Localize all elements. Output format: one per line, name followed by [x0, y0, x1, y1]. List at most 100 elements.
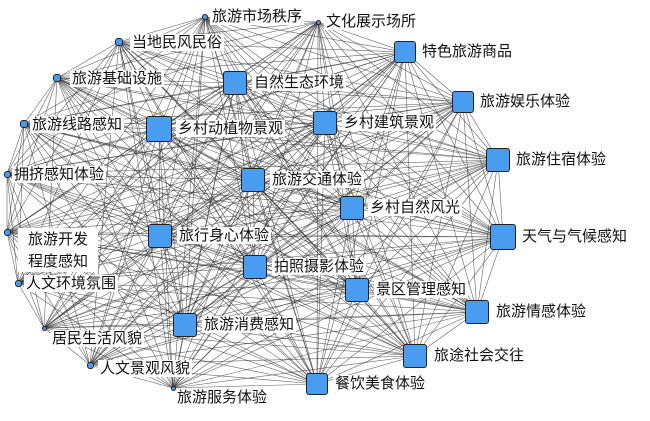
network-node — [486, 148, 510, 172]
edge — [317, 21, 464, 103]
edge — [462, 101, 478, 313]
edge — [317, 21, 326, 124]
edge — [89, 16, 206, 366]
edge — [158, 128, 256, 268]
edge — [172, 383, 318, 389]
network-node — [345, 278, 369, 302]
node-label: 居民生活风貌 — [50, 329, 145, 347]
edge — [158, 128, 161, 237]
edge — [184, 51, 406, 326]
edge — [23, 123, 478, 313]
node-label: 乡村自然风光 — [368, 198, 463, 216]
edge — [404, 51, 478, 313]
network-node — [490, 224, 516, 250]
network-node — [340, 196, 364, 220]
edge — [172, 289, 358, 389]
edge — [351, 101, 464, 209]
node-label: 旅游开发程度感知 — [18, 228, 98, 272]
edge — [172, 207, 353, 389]
network-node — [115, 38, 123, 46]
network-node — [3, 170, 11, 178]
edge — [23, 21, 319, 125]
edge — [184, 122, 326, 326]
edge — [184, 179, 254, 326]
edge — [159, 179, 254, 237]
edge — [159, 235, 416, 357]
network-node — [241, 168, 265, 192]
network-node — [243, 255, 267, 279]
edge — [6, 82, 236, 233]
node-label: 旅行身心体验 — [177, 226, 272, 244]
edge — [56, 77, 161, 237]
edge — [6, 173, 161, 237]
edge — [324, 122, 416, 357]
edge — [158, 128, 186, 326]
edge — [118, 41, 499, 161]
edge — [6, 159, 499, 233]
edge — [89, 266, 256, 366]
node-label: 拥挤感知体验 — [12, 165, 107, 183]
edge — [6, 173, 19, 284]
node-label: 乡村建筑景观 — [342, 113, 437, 131]
edge — [43, 122, 326, 329]
node-label: 旅游线路感知 — [30, 115, 125, 133]
node-label: 旅游市场秩序 — [210, 7, 305, 25]
node-label: 特色旅游商品 — [420, 42, 515, 60]
edge — [56, 41, 120, 79]
edge — [6, 173, 416, 357]
node-label: 旅游娱乐体验 — [478, 92, 573, 110]
edge — [316, 207, 353, 385]
edge — [23, 123, 186, 326]
edge — [324, 51, 406, 124]
edge — [17, 282, 45, 329]
edge — [6, 173, 504, 238]
edge — [56, 77, 499, 161]
edge — [118, 41, 416, 357]
edge — [184, 324, 318, 385]
edge — [43, 266, 256, 329]
edge — [159, 51, 406, 237]
network-node — [452, 91, 474, 113]
network-node — [202, 14, 208, 20]
edge — [23, 51, 406, 125]
node-label: 乡村动植物景观 — [176, 119, 286, 137]
network-node — [53, 74, 61, 82]
node-label: 旅游交通体验 — [270, 170, 365, 188]
edge — [462, 101, 504, 238]
network-node — [315, 19, 321, 25]
edge — [43, 324, 186, 329]
edge — [43, 236, 504, 329]
edge — [172, 179, 254, 389]
node-label: 当地民风民俗 — [130, 33, 225, 51]
edge — [6, 179, 254, 233]
edge — [351, 207, 358, 291]
network-node — [394, 41, 416, 63]
node-label: 旅游消费感知 — [202, 315, 297, 333]
edge — [159, 235, 186, 326]
edge — [204, 16, 464, 103]
edge — [234, 82, 326, 124]
edge — [184, 236, 504, 326]
edge — [184, 16, 206, 326]
network-node — [14, 279, 22, 287]
node-label: 拍照摄影体验 — [272, 257, 367, 275]
edge — [6, 122, 326, 233]
network-node — [146, 116, 172, 142]
network-node — [313, 111, 337, 135]
edge — [56, 77, 358, 291]
node-label: 文化展示场所 — [324, 12, 419, 30]
edge — [172, 236, 504, 389]
edge — [184, 207, 353, 326]
edge — [23, 77, 58, 125]
network-node — [173, 313, 197, 337]
edge — [172, 101, 464, 389]
edge — [6, 51, 406, 175]
edge — [23, 123, 353, 209]
network-node — [3, 228, 11, 236]
edge — [158, 128, 416, 357]
edge — [317, 21, 499, 161]
edge — [159, 159, 499, 237]
network-node — [223, 71, 247, 95]
